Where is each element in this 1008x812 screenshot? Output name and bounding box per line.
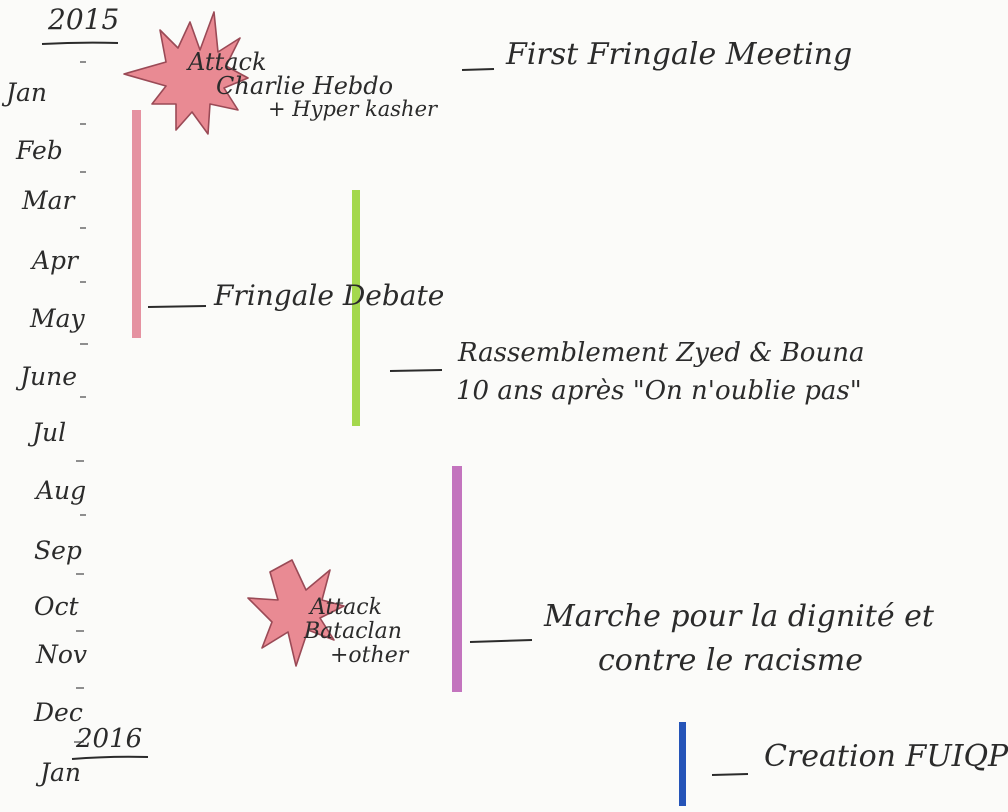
year-2015: 2015 — [48, 3, 120, 36]
month-oct: Oct — [34, 592, 79, 621]
connector-creation — [711, 773, 749, 776]
month-nov: Nov — [36, 640, 88, 669]
month-jan-2016: Jan — [40, 758, 82, 787]
month-jul: Jul — [32, 418, 67, 447]
bar-pink — [132, 110, 141, 338]
event-rassemblement-2: 10 ans après "On n'oublie pas" — [456, 376, 862, 406]
month-ticks — [74, 61, 88, 743]
event-first-meeting: First Fringale Meeting — [506, 37, 853, 72]
year-2016: 2016 — [76, 724, 143, 754]
event-rassemblement-1: Rassemblement Zyed & Bouna — [458, 338, 865, 368]
event-marche-1: Marche pour la dignité et — [544, 599, 934, 634]
month-aug: Aug — [36, 476, 87, 505]
attack-bataclan-name: Bataclan — [304, 619, 402, 644]
connectors — [147, 68, 749, 776]
attack-charlie-name: Charlie Hebdo — [216, 72, 394, 100]
attack-bataclan-title: Attack — [310, 595, 382, 620]
month-sep: Sep — [34, 536, 82, 565]
year-2015-underline — [41, 41, 119, 45]
month-may: May — [30, 304, 85, 333]
month-mar: Mar — [22, 186, 75, 215]
attack-star-bataclan — [247, 559, 345, 667]
connector-first-meeting — [461, 68, 495, 71]
bar-green — [352, 190, 360, 426]
bar-blue — [679, 722, 686, 806]
month-dec: Dec — [34, 698, 83, 727]
event-marche-2: contre le racisme — [598, 643, 863, 678]
month-feb: Feb — [16, 136, 63, 165]
event-debate: Fringale Debate — [214, 279, 445, 312]
event-creation: Creation FUIQP — [764, 739, 1008, 774]
attack-bataclan-extra: +other — [330, 643, 409, 668]
attack-charlie-extra: + Hyper kasher — [268, 97, 438, 121]
connector-marche — [469, 639, 533, 643]
attack-star-charlie — [123, 11, 249, 135]
attack-charlie-title: Attack — [188, 48, 267, 76]
month-apr: Apr — [32, 246, 79, 275]
month-june: June — [20, 362, 78, 391]
connector-rassemblement — [389, 369, 443, 372]
connector-debate — [147, 305, 207, 308]
bar-purple — [452, 466, 462, 692]
year-2016-underline — [71, 755, 149, 760]
month-jan: Jan — [6, 78, 48, 107]
